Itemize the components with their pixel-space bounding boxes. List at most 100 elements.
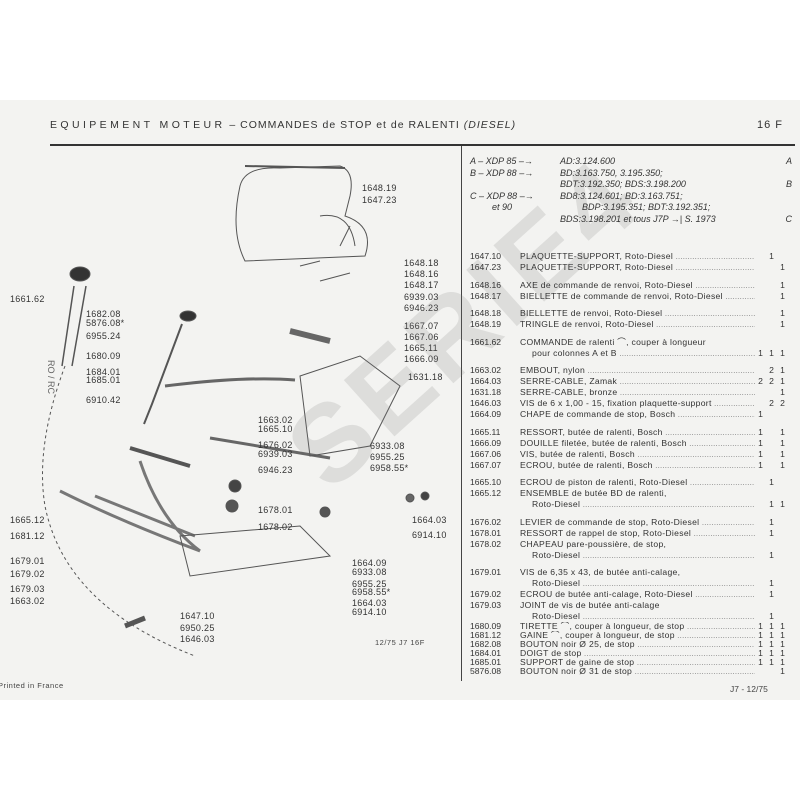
quantity-col-c: 1 [780, 308, 785, 318]
part-description: PLAQUETTE-SUPPORT, Roto-Diesel [520, 262, 755, 273]
part-number: 1664.03 [470, 376, 502, 386]
callout-label: 6946.23 [404, 303, 439, 313]
title-dash: – [225, 119, 241, 131]
callout-label: 1679.03 [10, 584, 45, 594]
callout-label: 6933.08 [352, 567, 387, 577]
callout-label: 5876.08* [86, 318, 125, 328]
application-key: C – XDP 88 –→ [470, 190, 534, 201]
part-number: 1664.09 [470, 409, 502, 419]
quantity-col-c [777, 589, 788, 600]
quantity-col-c [777, 409, 788, 420]
callout-label: 1678.01 [258, 505, 293, 515]
callout-label: 1647.10 [180, 611, 215, 621]
callout-label: 6914.10 [412, 530, 447, 540]
callout-label: 6933.08 [370, 441, 405, 451]
part-number: 1680.09 [470, 621, 502, 631]
quantity-col-b [766, 438, 777, 449]
quantity-col-b: 1 [769, 611, 774, 621]
quantity-col-b: 1 [769, 251, 774, 261]
part-description: Roto-Diesel [520, 578, 755, 589]
callout-label: 1648.19 [362, 183, 397, 193]
part-description: CHAPEAU pare-poussière, de stop, [520, 538, 667, 549]
quantity-col-c: 1 [780, 657, 785, 667]
application-engines: AD:3.124.600 [560, 156, 616, 166]
part-description: Roto-Diesel [520, 611, 755, 622]
quantity-col-b: 1 [769, 549, 774, 560]
part-number: 1665.12 [470, 488, 502, 498]
injection-pump-sketch [235, 165, 368, 262]
callout-label: 1664.03 [352, 598, 387, 608]
quantity-col-a [755, 319, 766, 330]
quantity-col-a [755, 528, 766, 539]
callout-label: 1664.09 [352, 558, 387, 568]
quantity-col-b: 1 [769, 630, 774, 640]
page-number: 16 F [757, 119, 784, 131]
quantity-col-c: 1 [780, 639, 785, 649]
application-column [778, 202, 792, 214]
part-description: BOUTON noir Ø 31 de stop [520, 667, 755, 676]
quantity-col-a [755, 280, 766, 291]
callout-label: 6955.25 [352, 579, 387, 589]
title-main: EQUIPEMENT MOTEUR [50, 119, 226, 131]
part-number: 1647.10 [470, 251, 502, 261]
quantity-col-c: 1 [780, 437, 785, 448]
callout-label: 6950.25 [180, 623, 215, 633]
quantity-col-c: 1 [780, 459, 785, 470]
part-number: 5876.08 [470, 666, 502, 676]
quantity-col-c [777, 477, 788, 488]
part-description: pour colonnes A et B [520, 348, 755, 359]
quantity-col-a: 1 [758, 630, 763, 640]
application-engines: BDP:3.195.351; BDT:3.192.351; [582, 202, 711, 213]
quantity-col-a: 1 [758, 621, 763, 631]
quantity-col-b: 1 [769, 589, 774, 599]
callout-label: 1665.11 [404, 343, 438, 353]
quantity-col-b [766, 291, 777, 302]
application-key: B – XDP 88 –→ [470, 167, 534, 178]
quantity-col-a [755, 291, 766, 302]
part-description: SERRE-CABLE, Zamak [520, 376, 755, 387]
quantity-col-a: 1 [758, 409, 763, 419]
application-column: B [785, 179, 792, 190]
part-number: 1648.18 [470, 308, 502, 318]
part-description: TIRETTE ⌒, couper à longueur, de stop [520, 622, 755, 631]
quantity-col-b [766, 600, 777, 611]
part-row: Roto-Diesel11 [470, 499, 788, 510]
application-column [778, 191, 792, 203]
callout-label: 1679.01 [10, 556, 45, 566]
quantity-col-c: 1 [780, 279, 785, 290]
application-row: C – XDP 88 –→BD8:3.124.601; BD:3.163.751… [470, 191, 792, 203]
page-title: EQUIPEMENT MOTEUR – COMMANDES de STOP et… [50, 119, 516, 131]
application-key: et 90 [492, 202, 513, 213]
quantity-col-b: 1 [769, 621, 774, 631]
part-description: TRINGLE de renvoi, Roto-Diesel [520, 319, 755, 330]
quantity-col-a: 1 [758, 448, 763, 459]
quantity-col-b: 1 [769, 639, 774, 649]
column-divider [461, 146, 462, 681]
quantity-col-a [755, 550, 766, 561]
callout-label: 1647.23 [362, 195, 397, 205]
quantity-col-a: 1 [758, 426, 763, 437]
quantity-col-b: 1 [769, 477, 774, 487]
application-engines: BDT:3.192.350; BDS:3.198.200 [560, 179, 686, 190]
quantity-col-a [755, 499, 766, 510]
quantity-col-a: 2 [758, 376, 763, 386]
part-description: GAINE ⌒, couper à longueur, de stop [520, 631, 755, 640]
part-description: ECROU, butée de ralenti, Bosch [520, 460, 755, 471]
callout-label: 1648.17 [404, 280, 439, 290]
part-description: DOUILLE filetée, butée de ralenti, Bosch [520, 438, 755, 449]
quantity-col-a: 1 [758, 347, 763, 358]
quantity-col-a [755, 517, 766, 528]
callout-label: 6958.55* [352, 587, 391, 597]
